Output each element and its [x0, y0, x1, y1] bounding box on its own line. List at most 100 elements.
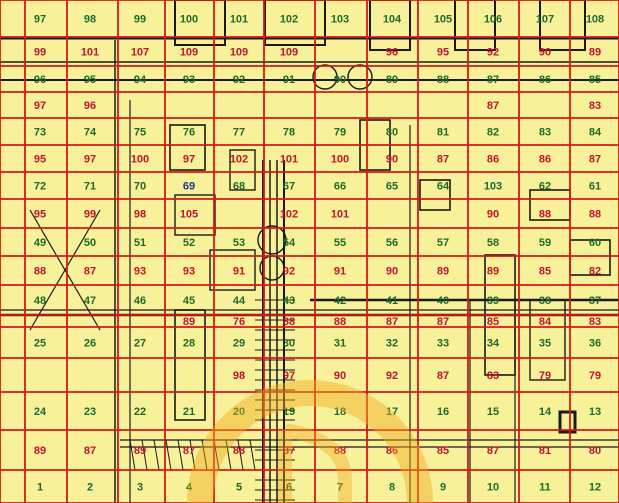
cell-label: 103 — [331, 14, 349, 26]
cell-label: 88 — [283, 316, 295, 328]
cell-label: 97 — [84, 154, 96, 166]
cell-label: 97 — [183, 154, 195, 166]
cell-label: 24 — [34, 406, 47, 418]
cell-label: 80 — [386, 127, 398, 139]
cell-label: 90 — [386, 154, 398, 166]
cell-label: 93 — [183, 266, 195, 278]
cell-label: 87 — [437, 316, 449, 328]
drawing-block — [454, 0, 496, 51]
cell-label: 105 — [180, 209, 198, 221]
cell-label: 92 — [233, 74, 245, 86]
cell-label: 57 — [437, 237, 449, 249]
cell-label: 9 — [440, 482, 446, 494]
cell-label: 83 — [589, 316, 601, 328]
drawing-block — [209, 249, 256, 291]
watermark-arc — [187, 380, 433, 503]
cell-label: 3 — [137, 482, 143, 494]
cell-label: 96 — [84, 100, 96, 112]
cell-label: 88 — [334, 316, 346, 328]
cell-label: 85 — [589, 74, 601, 86]
cell-label: 44 — [233, 295, 246, 307]
cell-label: 98 — [233, 370, 245, 382]
cell-label: 95 — [84, 74, 96, 86]
cell-label: 102 — [280, 14, 298, 26]
drawing-block — [558, 410, 577, 434]
cell-label: 104 — [383, 14, 402, 26]
cell-label: 102 — [280, 209, 298, 221]
cell-label: 84 — [539, 316, 552, 328]
cell-label: 31 — [334, 338, 346, 350]
cell-label: 101 — [280, 154, 298, 166]
cell-label: 91 — [233, 266, 245, 278]
cell-label: 92 — [283, 266, 295, 278]
cell-label: 84 — [589, 127, 602, 139]
cell-label: 28 — [183, 338, 195, 350]
cell-label: 88 — [334, 445, 346, 457]
cell-label: 27 — [134, 338, 146, 350]
cell-label: 52 — [183, 237, 195, 249]
cell-label: 89 — [386, 74, 398, 86]
cell-label: 91 — [283, 74, 295, 86]
cell-label: 87 — [386, 316, 398, 328]
cell-label: 14 — [539, 406, 552, 418]
drawing-line — [225, 439, 232, 471]
cell-label: 59 — [539, 237, 551, 249]
cell-label: 89 — [134, 445, 146, 457]
cell-label: 66 — [334, 181, 346, 193]
cell-label: 107 — [131, 47, 149, 59]
cell-label: 7 — [337, 482, 343, 494]
drawing-line — [153, 439, 160, 471]
drawing-line — [201, 439, 208, 471]
cell-label: 95 — [437, 47, 449, 59]
drawing-block — [174, 194, 216, 236]
cell-label: 87 — [183, 445, 195, 457]
drawing-line — [165, 439, 172, 471]
cell-label: 87 — [437, 154, 449, 166]
cell-label: 39 — [487, 295, 499, 307]
cell-label: 37 — [589, 295, 601, 307]
cell-label: 41 — [386, 295, 398, 307]
cell-label: 87 — [589, 154, 601, 166]
cell-label: 88 — [34, 266, 46, 278]
cell-label: 87 — [84, 445, 96, 457]
cell-label: 81 — [539, 445, 551, 457]
cell-label: 79 — [589, 370, 601, 382]
cell-label: 96 — [386, 47, 398, 59]
cell-label: 60 — [589, 237, 601, 249]
cell-label: 47 — [84, 295, 96, 307]
cell-label: 88 — [539, 209, 551, 221]
cell-label: 102 — [230, 154, 248, 166]
drawing-line — [177, 439, 184, 471]
drawing-line — [249, 439, 256, 471]
cell-label: 93 — [134, 266, 146, 278]
cell-label: 90 — [334, 370, 346, 382]
cell-label: 56 — [386, 237, 398, 249]
cell-label: 10 — [487, 482, 499, 494]
logo-watermark-icon — [187, 380, 433, 503]
drawing-circle — [257, 225, 287, 255]
drawing-line — [129, 439, 136, 471]
drawing-block — [539, 0, 586, 51]
cell-label: 86 — [487, 154, 499, 166]
cell-label: 89 — [487, 266, 499, 278]
cell-label: 109 — [180, 47, 198, 59]
cell-label: 101 — [230, 14, 248, 26]
cell-label: 99 — [134, 14, 146, 26]
cell-label: 29 — [233, 338, 245, 350]
cell-label: 22 — [134, 406, 146, 418]
cell-label: 74 — [84, 127, 97, 139]
cell-label: 50 — [84, 237, 96, 249]
cell-label: 65 — [386, 181, 398, 193]
cell-label: 97 — [34, 14, 46, 26]
cell-label: 81 — [437, 127, 449, 139]
cell-label: 87 — [487, 445, 499, 457]
drawing-block — [229, 149, 256, 191]
cell-label: 19 — [283, 406, 295, 418]
cell-label: 8 — [389, 482, 395, 494]
cell-label: 89 — [589, 47, 601, 59]
cell-label: 16 — [437, 406, 449, 418]
